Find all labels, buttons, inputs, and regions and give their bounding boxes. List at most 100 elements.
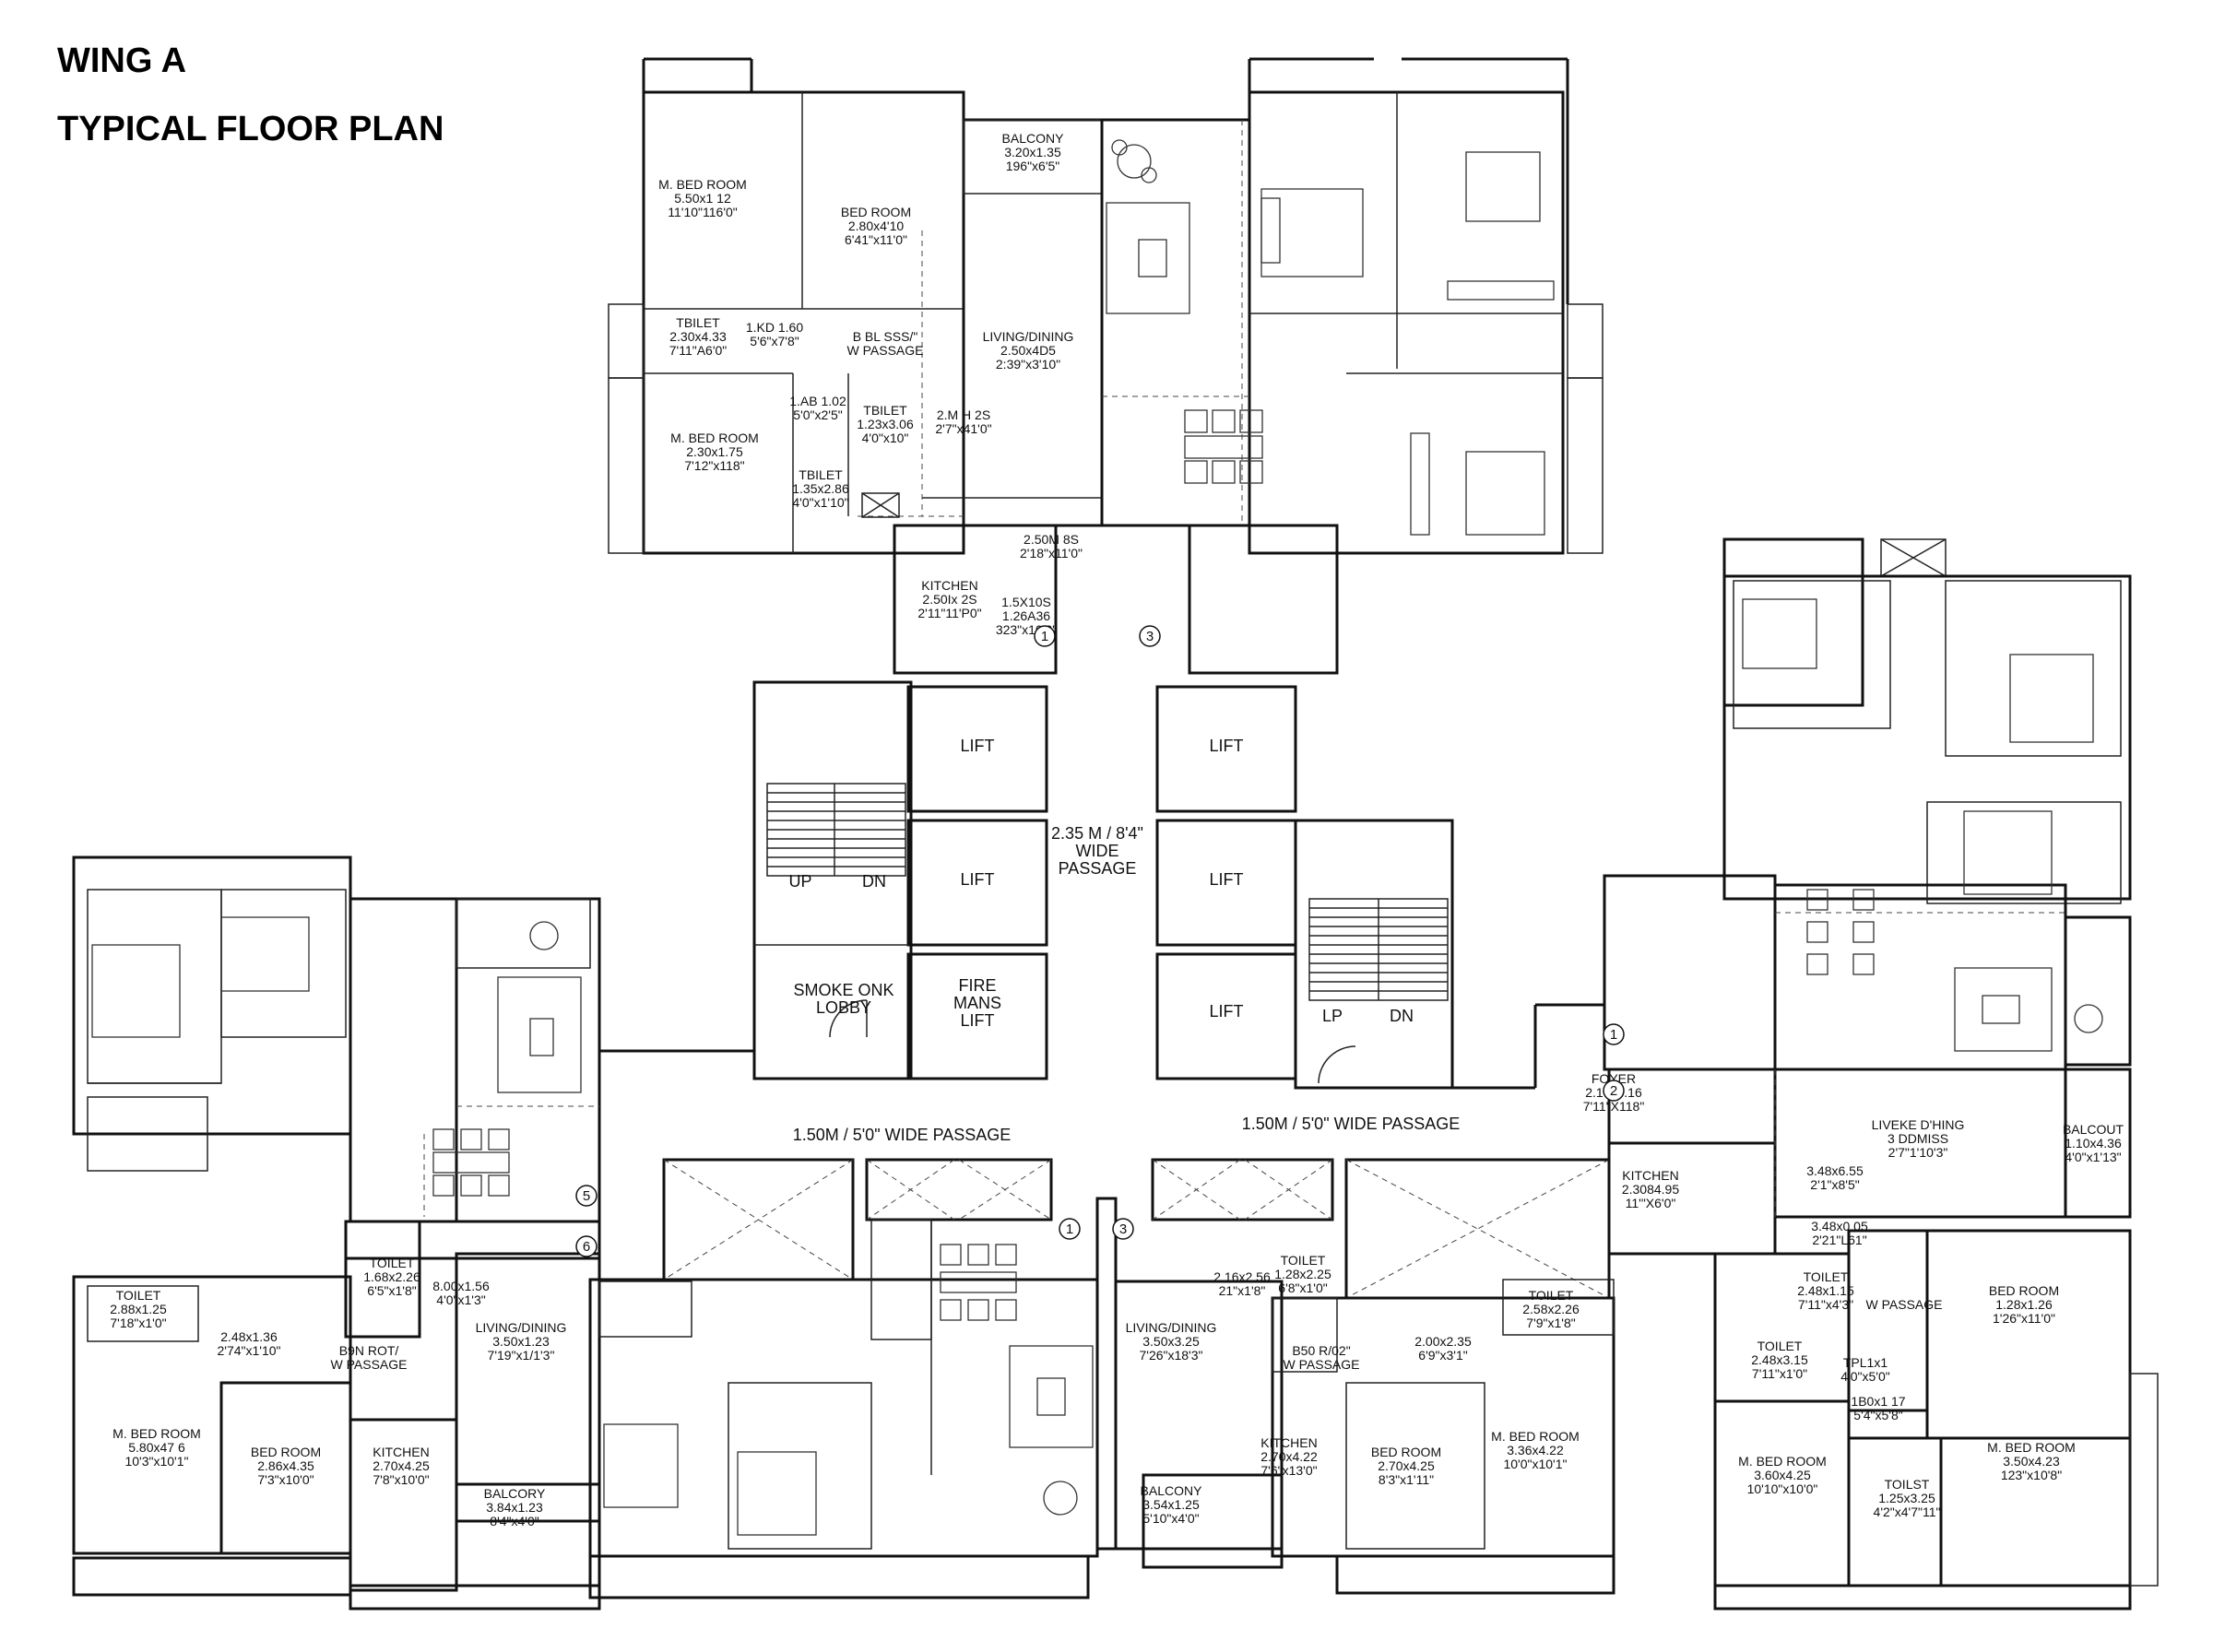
room-label-line: 2.48x1.36: [220, 1329, 278, 1344]
room-label-line: 2.70x4.22: [1260, 1449, 1318, 1464]
room-label-line: 1.KD 1.60: [746, 320, 803, 335]
top-block-walls: [608, 57, 1604, 675]
room-label-line: BED ROOM: [251, 1445, 321, 1459]
room-label-line: 7'8"x10'0": [373, 1472, 429, 1487]
room-label-line: 1.AB 1.02: [789, 394, 846, 408]
room-label-line: 1.26A36: [1002, 608, 1050, 623]
room-label-line: 5'6"x7'8": [750, 334, 799, 348]
room-label-c-lift5: LIFT: [1209, 1002, 1243, 1021]
grid-marker-label: 3: [1146, 629, 1154, 644]
room-label-line: 1B0x1 17: [1851, 1394, 1905, 1409]
room-label-line: 2.00x2.35: [1414, 1334, 1472, 1349]
room-label-line: 7'18"x1'0": [110, 1316, 166, 1330]
room-label-c-lift3: LIFT: [1209, 737, 1243, 755]
room-label-line: BED ROOM: [1371, 1445, 1441, 1459]
room-label-line: BALCOUT: [2063, 1122, 2124, 1137]
room-label-line: UP: [788, 872, 811, 891]
room-label-line: W PASSAGE: [1866, 1297, 1943, 1312]
room-label-line: 2.16x2.56: [1213, 1269, 1271, 1284]
room-label-line: 7'11"A6'0": [669, 343, 728, 358]
grid-marker-circle: [1603, 1023, 1625, 1045]
room-label-line: 1.25x3.25: [1878, 1491, 1935, 1505]
room-label-c-dn2: DN: [1390, 1007, 1414, 1025]
room-label-line: LIVING/DINING: [476, 1320, 567, 1335]
room-label-line: 2.3084.95: [1622, 1182, 1679, 1197]
title-typical-floor-plan: TYPICAL FLOOR PLAN: [57, 110, 444, 148]
room-label-line: 5'0"x2'5": [793, 407, 842, 422]
room-label-line: 6'8"x1'0": [1278, 1280, 1327, 1295]
room-label-line: KITCHEN: [1260, 1435, 1317, 1450]
room-label-line: 2.50M 8S: [1024, 532, 1079, 547]
room-label-line: 7'3"x10'0": [257, 1472, 314, 1487]
room-label-line: 11'"X6'0": [1626, 1196, 1676, 1210]
room-label-line: 21"x1'8": [1219, 1283, 1266, 1298]
room-label-line: 2'7"x41'0": [935, 421, 991, 436]
room-label-line: 1.35x2.86: [792, 481, 849, 496]
room-label-m-passage: B50 R/02"W PASSAGE: [1284, 1343, 1360, 1372]
room-label-line: TOILST: [1885, 1477, 1930, 1492]
room-label-line: 2.86x4.35: [257, 1458, 314, 1473]
room-label-line: 7'6"x13'0": [1260, 1463, 1317, 1478]
room-label-line: M. BED ROOM: [670, 431, 759, 445]
room-label-c-lp: LP: [1322, 1007, 1343, 1025]
room-label-line: MANS: [953, 994, 1001, 1012]
grid-marker-circle: [1112, 1218, 1134, 1240]
grid-marker-circle: [1139, 625, 1161, 647]
grid-marker-circle: [575, 1185, 598, 1207]
room-label-line: 4'0"x1'13": [2065, 1150, 2121, 1164]
room-label-line: 2.30x4.33: [669, 329, 727, 344]
room-label-line: LOBBY: [816, 998, 871, 1017]
room-label-line: 1.68x2.26: [363, 1269, 420, 1284]
room-label-line: 1.50M / 5'0" WIDE PASSAGE: [1242, 1115, 1461, 1133]
room-label-line: TOILET: [116, 1288, 161, 1303]
room-label-line: 8'4"x4'0": [490, 1514, 538, 1528]
room-label-line: FIRE: [958, 976, 996, 995]
room-label-line: B BL SSS/": [853, 329, 918, 344]
room-label-line: LP: [1322, 1007, 1343, 1025]
room-label-line: BALCORY: [484, 1486, 546, 1501]
room-label-line: 6'41"x11'0": [845, 232, 907, 247]
title-wing: WING A: [57, 41, 186, 80]
room-label-line: 4'0"x1'10": [792, 495, 848, 510]
core-walls: [598, 680, 1604, 1090]
room-label-p-right: 1.50M / 5'0" WIDE PASSAGE: [1242, 1115, 1461, 1133]
room-label-line: LIFT: [960, 1011, 994, 1030]
grid-marker-label: 1: [1066, 1221, 1073, 1237]
room-label-line: W PASSAGE: [331, 1357, 408, 1372]
room-label-line: SMOKE ONK: [793, 981, 893, 999]
room-label-line: 2.58x2.26: [1522, 1302, 1580, 1316]
room-label-line: 4'0"x5'0": [1840, 1369, 1889, 1384]
grid-marker-label: 6: [583, 1239, 590, 1255]
room-label-line: 2.80x4'10: [848, 218, 904, 233]
room-label-line: TOILET: [1804, 1269, 1849, 1284]
room-label-line: 2'21"L61": [1812, 1233, 1866, 1247]
grid-marker-circle: [1603, 1080, 1625, 1102]
room-label-line: BALCONY: [1141, 1483, 1203, 1498]
room-label-line: 2'74"x1'10": [217, 1343, 280, 1358]
room-label-c-dn: DN: [862, 872, 886, 891]
room-label-line: M. BED ROOM: [658, 177, 747, 192]
room-label-line: 3.50x1.23: [492, 1334, 550, 1349]
room-label-line: 11'10"116'0": [668, 205, 738, 219]
room-label-line: 7'12"x118": [684, 458, 744, 473]
grid-marker-label: 1: [1041, 629, 1048, 644]
